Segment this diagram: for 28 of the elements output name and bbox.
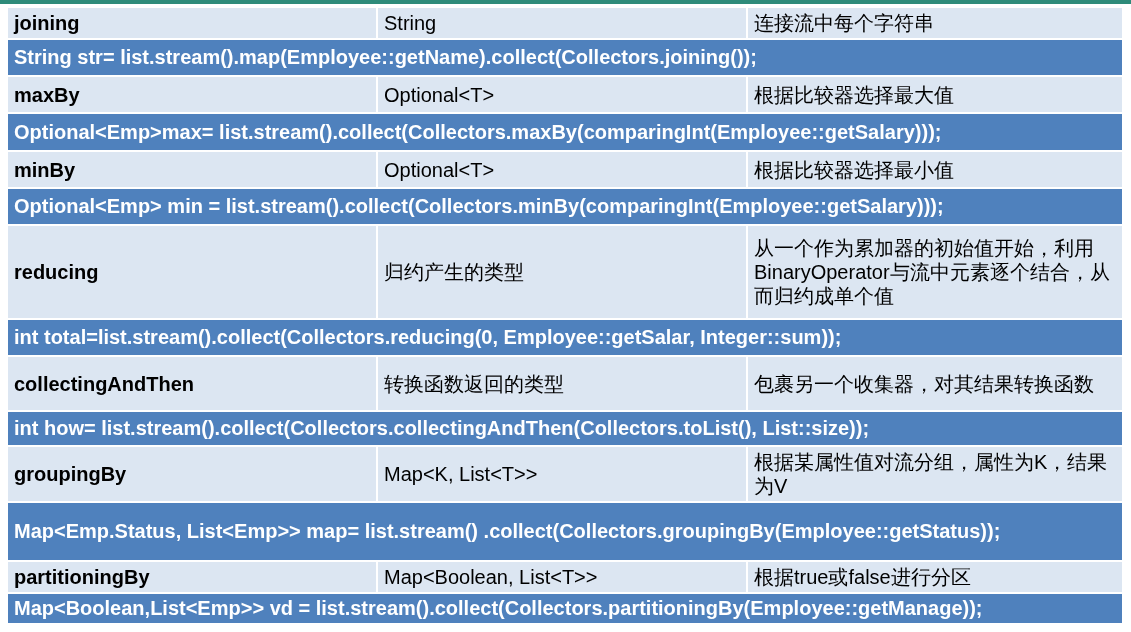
return-type: 归约产生的类型 [384,260,524,284]
description: 根据比较器选择最大值 [754,82,954,107]
code-example: Map<Boolean,List<Emp>> vd = list.stream().collect(Collectors.partitioningBy(Employee::getManage)); [8,594,1122,625]
method-name: partitioningBy [14,565,150,589]
code-example: String str= list.stream().map(Employee::getName).collect(Collectors.joining()); [8,40,1122,77]
return-type: Optional<T> [384,157,495,182]
method-name: minBy [14,157,76,182]
code-example: int total=list.stream().collect(Collectors.reducing(0, Employee::getSalar, Integer::sum)); [8,320,1122,357]
return-type: 转换函数返回的类型 [384,371,564,396]
method-name: groupingBy [14,462,127,486]
return-type: Map<Boolean, List<T>> [384,565,598,589]
code-example: int how= list.stream().collect(Collectors.collectingAndThen(Collectors.toList(), List::size)); [8,412,1122,447]
description: 根据true或false进行分区 [754,565,971,589]
method-name: collectingAndThen [14,371,194,396]
method-name: joining [14,11,80,35]
description: 根据比较器选择最小值 [754,157,954,182]
description: 从一个作为累加器的初始值开始，利用BinaryOperator与流中元素逐个结合，从而归约成单个值 [754,236,1111,308]
return-type: Map<K, List<T>> [384,462,538,486]
code-example: Optional<Emp>max= list.stream().collect(Collectors.maxBy(comparingInt(Employee::getSalary))); [8,114,1122,152]
description: 连接流中每个字符串 [754,11,934,35]
return-type: Optional<T> [384,82,495,107]
return-type: String [384,11,437,35]
method-name: reducing [14,260,99,284]
code-example: Optional<Emp> min = list.stream().collect(Collectors.minBy(comparingInt(Employee::getSalary))); [8,189,1122,226]
method-name: maxBy [14,82,80,107]
description: 包裹另一个收集器，对其结果转换函数 [754,371,1094,396]
code-example: Map<Emp.Status, List<Emp>> map= list.stream() .collect(Collectors.groupingBy(Employee::getStatus)); [8,503,1122,562]
description: 根据某属性值对流分组，属性为K，结果为V [754,450,1109,498]
